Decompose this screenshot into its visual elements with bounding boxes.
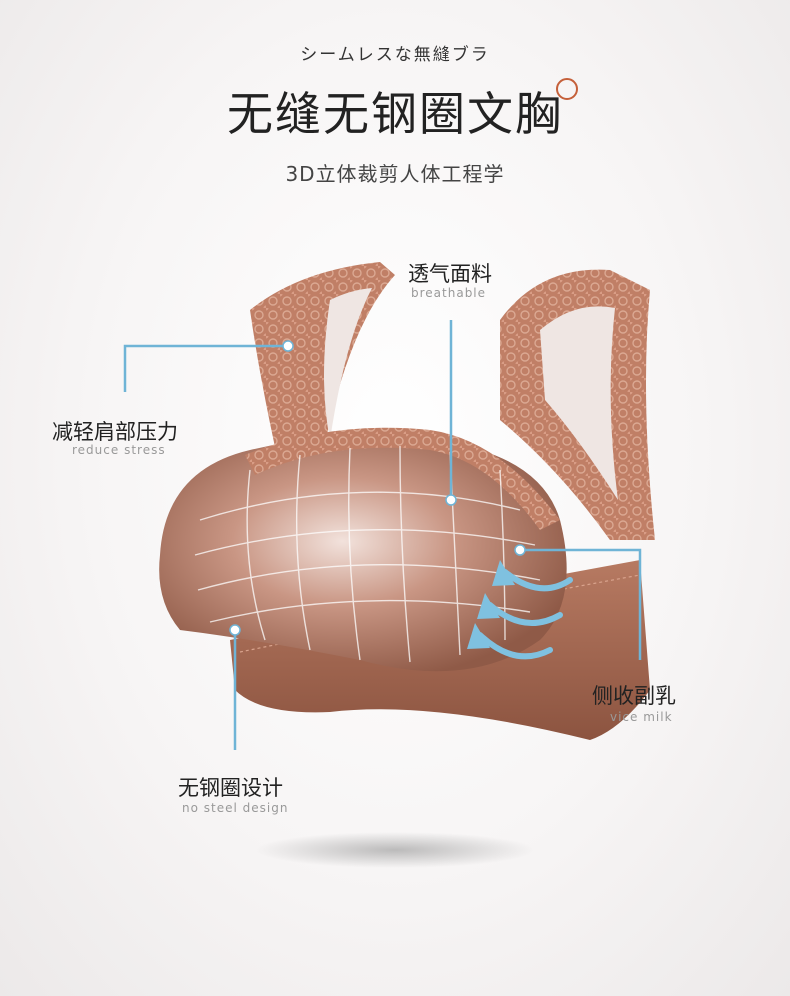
callout-dots — [229, 340, 526, 636]
callout-no-steel-sublabel: no steel design — [182, 801, 289, 815]
page-subtitle: 3D立体裁剪人体工程学 — [285, 162, 505, 186]
right-strap-inner — [540, 306, 618, 500]
cup-lace-trim — [245, 427, 560, 530]
callout-reduce-stress-sublabel: reduce stress — [72, 443, 166, 457]
title-ring-decoration — [556, 78, 578, 100]
floor-shadow — [255, 832, 535, 868]
callout-vice-milk-label: 侧收副乳 — [592, 684, 676, 708]
callout-lines — [123, 320, 642, 750]
japanese-title: シームレスな無縫ブラ — [300, 45, 490, 65]
callout-breathable-label: 透气面料 — [408, 262, 492, 286]
cup — [159, 435, 567, 672]
callout-breathable-sublabel: breathable — [411, 286, 487, 300]
callout-reduce-stress-label: 减轻肩部压力 — [52, 420, 178, 444]
side-support-arrows — [477, 569, 573, 660]
arrow-heads — [467, 560, 515, 649]
callout-no-steel-label: 无钢圈设计 — [178, 776, 283, 800]
page-title: 无缝无钢圈文胸 — [227, 87, 563, 141]
left-strap-inner — [324, 288, 372, 440]
callout-vice-milk-sublabel: vice milk — [610, 710, 673, 724]
